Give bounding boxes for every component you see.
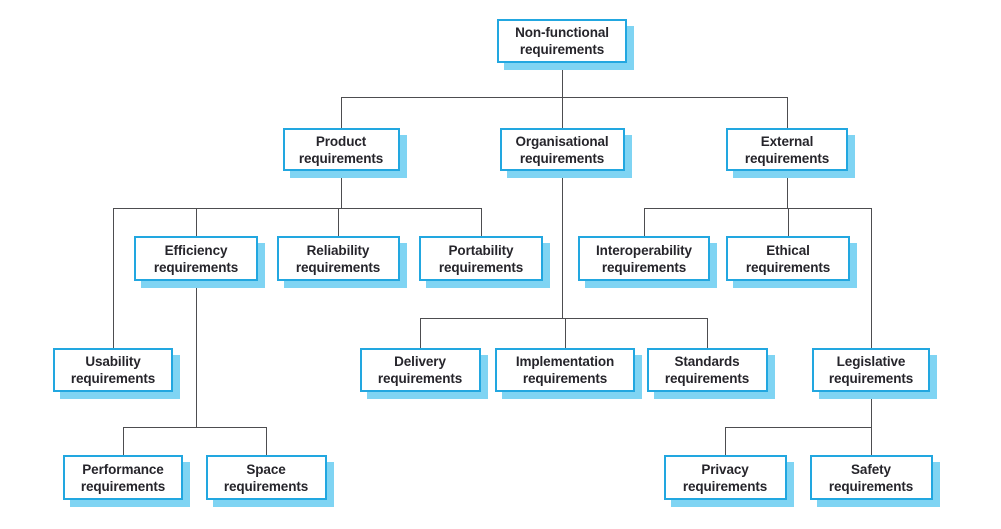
- node-label-line: requirements: [828, 371, 914, 386]
- connector-line: [562, 97, 563, 128]
- node-label-line: requirements: [744, 150, 830, 166]
- connector-line: [644, 208, 872, 209]
- node-label-line: requirements: [745, 259, 831, 275]
- node-label-line: requirements: [80, 478, 166, 494]
- node-delivery: Delivery requirements: [359, 348, 481, 392]
- node-label-line: Implementation: [515, 354, 615, 369]
- connector-line: [196, 208, 197, 236]
- node-label-line: Usability: [85, 354, 141, 369]
- connector-line: [123, 427, 267, 428]
- node-label-line: Performance: [82, 461, 164, 477]
- connector-line: [707, 318, 708, 348]
- node-label-line: requirements: [223, 478, 309, 494]
- connector-line: [565, 318, 566, 348]
- node-label-line: requirements: [828, 478, 914, 494]
- node-label-line: Privacy: [701, 461, 749, 477]
- node-label-line: requirements: [295, 259, 381, 275]
- connector-line: [420, 318, 421, 348]
- node-label-line: Space: [246, 461, 286, 477]
- node-implementation: Implementation requirements: [495, 348, 635, 392]
- node-label-line: Standards: [674, 354, 740, 369]
- node-label-line: requirements: [70, 371, 156, 386]
- connector-line: [562, 63, 563, 97]
- node-label-line: Product: [315, 133, 367, 149]
- node-label-line: Safety: [851, 461, 891, 477]
- node-label-line: requirements: [601, 259, 687, 275]
- node-label-line: requirements: [438, 259, 524, 275]
- connector-line: [562, 171, 563, 318]
- connector-line: [871, 427, 872, 455]
- node-label-line: requirements: [519, 42, 605, 57]
- node-usability: Usability requirements: [53, 348, 173, 392]
- connector-line: [481, 208, 482, 236]
- connector-line: [113, 208, 482, 209]
- connector-line: [787, 97, 788, 128]
- connector-line: [266, 427, 267, 455]
- node-label-line: Interoperability: [596, 242, 692, 258]
- node-label-line: Efficiency: [164, 242, 228, 258]
- connector-line: [871, 208, 872, 348]
- node-label-line: requirements: [519, 150, 605, 166]
- connector-line: [113, 208, 114, 348]
- node-label-line: Non-functional: [515, 25, 609, 40]
- node-label-line: requirements: [298, 150, 384, 166]
- node-label-line: Organisational: [515, 133, 609, 149]
- node-label-line: Delivery: [394, 354, 446, 369]
- node-label-line: Ethical: [766, 242, 810, 258]
- node-label-line: External: [760, 133, 814, 149]
- node-nonfunctional: Non-functional requirements: [497, 19, 627, 63]
- node-legislative: Legislative requirements: [812, 348, 930, 392]
- node-standards: Standards requirements: [646, 348, 768, 392]
- node-label-line: Reliability: [306, 242, 370, 258]
- connector-line: [123, 427, 124, 455]
- connector-line: [787, 171, 788, 208]
- connector-line: [196, 281, 197, 427]
- connector-line: [644, 208, 645, 236]
- node-label-line: requirements: [664, 371, 750, 386]
- connector-line: [338, 208, 339, 236]
- connector-line: [725, 427, 726, 455]
- connector-line: [871, 392, 872, 427]
- connector-line: [341, 97, 788, 98]
- node-label-line: requirements: [377, 371, 463, 386]
- node-label-line: requirements: [682, 478, 768, 494]
- node-label-line: Legislative: [836, 354, 906, 369]
- connector-line: [788, 208, 789, 236]
- connector-line: [341, 97, 342, 128]
- node-label-line: Portability: [448, 242, 514, 258]
- node-label-line: requirements: [153, 259, 239, 275]
- connector-line: [341, 171, 342, 208]
- connector-line: [420, 318, 708, 319]
- node-label-line: requirements: [522, 371, 608, 386]
- connector-line: [725, 427, 872, 428]
